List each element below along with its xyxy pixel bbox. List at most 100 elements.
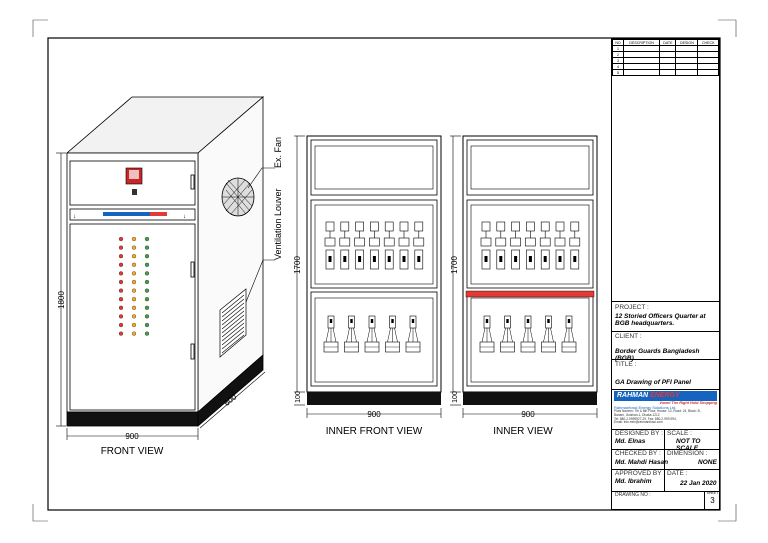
approved-by: Md. Ibrahim xyxy=(615,478,652,485)
contactor-body xyxy=(383,237,395,247)
project-name: 12 Storied Officers Quarter at BGB headq… xyxy=(615,313,706,327)
louver-slat xyxy=(221,330,245,350)
cable xyxy=(353,327,357,343)
front-height-dim: 1800 xyxy=(57,291,66,309)
indicator-lamp xyxy=(131,279,137,285)
panel-meter xyxy=(125,167,143,195)
drawing-frame xyxy=(47,37,721,511)
breaker-mark xyxy=(485,319,489,323)
breaker-mark xyxy=(547,319,550,323)
inner-front-width-dim: 900 xyxy=(367,410,381,419)
cable xyxy=(332,327,337,343)
fuse-mark xyxy=(328,256,332,262)
title-caption: TITLE : xyxy=(615,361,637,368)
cable xyxy=(481,327,486,343)
breaker-mark xyxy=(411,319,415,323)
indicator-lamp xyxy=(144,331,150,336)
cable xyxy=(407,327,412,343)
indicator-lamp xyxy=(144,322,150,328)
indicator-lamp xyxy=(144,262,150,267)
indicator-lamp xyxy=(118,288,124,293)
indicator-lamp xyxy=(131,271,137,276)
fuse-mark xyxy=(484,256,488,262)
inner-front-base-dim: 100 xyxy=(295,391,302,403)
panel-plinth xyxy=(307,392,441,405)
ventilation-louver xyxy=(219,288,247,358)
indicator-lamp xyxy=(144,314,150,319)
fuse-mark xyxy=(402,256,406,262)
scale-value: NOT TO SCALE xyxy=(676,438,701,452)
fuse-mark xyxy=(514,256,518,262)
breaker-mark xyxy=(350,319,353,323)
cable xyxy=(529,327,534,343)
louver-slat xyxy=(221,318,245,338)
cable xyxy=(414,327,419,343)
breaker-mark xyxy=(526,319,530,323)
cable xyxy=(563,327,568,343)
fuse-mark xyxy=(528,256,532,262)
contactor-body xyxy=(480,237,492,247)
contactor-body xyxy=(324,237,336,247)
breaker-mark xyxy=(370,319,374,323)
inner-front-height-dim: 1700 xyxy=(293,256,302,274)
front-view-label: FRONT VIEW xyxy=(101,446,164,457)
indicator-lamp xyxy=(118,305,124,310)
dimension-caption: DIMENSION : xyxy=(667,450,708,457)
scale-caption: SCALE : xyxy=(667,430,692,437)
inner-base-dim: 100 xyxy=(452,391,459,403)
client-caption: CLIENT : xyxy=(615,333,642,340)
contactor-top xyxy=(540,221,550,232)
contactor-top xyxy=(414,221,424,232)
cable xyxy=(488,327,493,343)
cable xyxy=(373,327,378,343)
louver-slat xyxy=(221,302,245,322)
sheet-caption: SHEET xyxy=(706,491,719,495)
top-compartment xyxy=(466,139,594,196)
fan-callout: Ex. Fan xyxy=(273,137,283,168)
cable xyxy=(570,327,575,343)
indicator-lamp xyxy=(118,245,124,250)
nameplate-strip xyxy=(103,212,167,216)
svg-text:↓: ↓ xyxy=(73,214,76,220)
contactor-top xyxy=(355,221,364,232)
contactor-top xyxy=(399,221,409,232)
designed-caption: DESIGNED BY : xyxy=(615,430,663,437)
contactor-body xyxy=(398,237,410,247)
indicator-lamps xyxy=(118,236,150,336)
louver-slat xyxy=(221,306,245,326)
contactor-body xyxy=(495,237,507,247)
cable xyxy=(543,327,547,343)
date-value: 22 Jan 2020 xyxy=(680,480,717,487)
contactor-top xyxy=(370,221,379,232)
indicator-lamp xyxy=(131,314,137,319)
indicator-lamp xyxy=(118,262,124,267)
contactor-body xyxy=(569,237,581,247)
company-logo: RAHMAN ENERGY xyxy=(614,391,717,401)
bottom-compartment-inner xyxy=(470,297,590,383)
cable xyxy=(522,327,527,343)
panel-plinth xyxy=(463,392,597,405)
breaker-mark xyxy=(391,319,394,323)
inner-front-view-panel xyxy=(294,135,442,418)
contactor-top xyxy=(511,221,520,232)
exhaust-fan xyxy=(221,177,255,217)
fuse-mark xyxy=(573,256,577,262)
cable xyxy=(325,327,330,343)
inner-height-dim: 1700 xyxy=(450,256,459,274)
checked-by: Md. Mahdi Hasan xyxy=(615,459,669,466)
top-compartment-inner xyxy=(470,145,590,190)
fuse-mark xyxy=(417,256,421,262)
bottom-compartment xyxy=(310,291,438,387)
indicator-lamp xyxy=(131,236,137,242)
contactor-top xyxy=(570,221,580,232)
contactor-top xyxy=(340,221,350,232)
svg-text:↓: ↓ xyxy=(183,214,186,220)
contactor-top xyxy=(325,221,335,232)
contactor-body xyxy=(510,237,521,247)
cable xyxy=(550,327,554,343)
dimension-value: NONE xyxy=(698,459,717,466)
indicator-lamp xyxy=(118,297,124,302)
